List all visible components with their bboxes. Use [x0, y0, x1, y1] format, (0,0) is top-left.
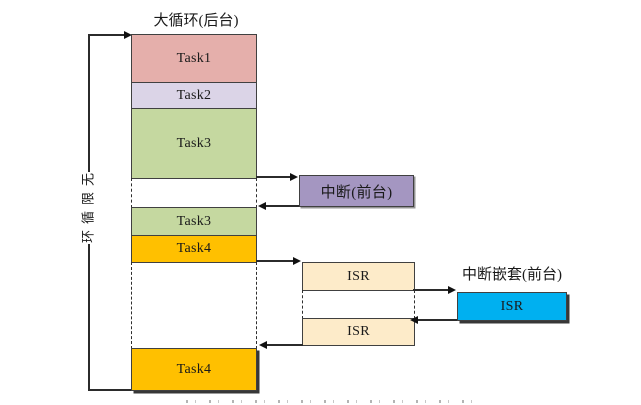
- background-loop-title: 大循环(后台): [153, 13, 239, 29]
- task-label: Task4: [176, 361, 212, 377]
- arrow-return-nested-isr-head-icon: [410, 316, 418, 324]
- task-label: Task4: [176, 241, 212, 256]
- arrow-return-nested-isr-line: [418, 319, 457, 321]
- arrow-to-interrupt-head-icon: [290, 173, 298, 181]
- task-box-task3-resumed: Task3: [131, 207, 257, 236]
- isr-label: ISR: [347, 324, 370, 339]
- arrow-to-isr-line: [256, 260, 294, 262]
- task-label: Task1: [176, 50, 212, 66]
- task-box-task2: Task2: [131, 82, 257, 109]
- task-box-task4-resumed: Task4: [131, 348, 257, 391]
- nested-isr-box: ISR: [457, 292, 567, 321]
- task-box-task4: Task4: [131, 235, 257, 263]
- arrow-to-interrupt-line: [256, 176, 292, 178]
- stack-gap-isr: [131, 262, 257, 349]
- task-label: Task3: [176, 135, 212, 151]
- loop-char: 环: [80, 230, 96, 244]
- arrow-return-isr-line: [267, 344, 303, 346]
- loop-bracket-line-lower: [88, 244, 90, 391]
- loop-start-arrowhead-icon: [124, 31, 132, 39]
- arrow-to-nested-isr-line: [413, 289, 449, 291]
- task-box-task3: Task3: [131, 108, 257, 179]
- task-label: Task2: [176, 87, 212, 103]
- arrow-to-isr-head-icon: [293, 257, 301, 265]
- interrupt-foreground-box: 中断(前台): [299, 175, 414, 207]
- interrupt-box-label: 中断(前台): [320, 184, 393, 201]
- loop-bracket-bottom-line: [88, 389, 133, 391]
- task-box-task1: Task1: [131, 34, 257, 83]
- stack-gap-interrupted: [131, 178, 257, 208]
- isr-box-1: ISR: [302, 262, 415, 291]
- task-label: Task3: [176, 213, 212, 229]
- arrow-to-nested-isr-head-icon: [448, 286, 456, 294]
- isr-gap-nested: [302, 290, 415, 319]
- loop-char: 无: [80, 173, 96, 187]
- arrow-return-interrupt-head-icon: [258, 202, 266, 210]
- infinite-loop-label: 无 限 循 环: [76, 172, 100, 244]
- loop-char: 限: [80, 192, 96, 206]
- nested-isr-label: ISR: [500, 298, 524, 314]
- loop-char: 循: [80, 211, 96, 225]
- loop-bracket-line-upper: [88, 34, 90, 172]
- arrow-return-interrupt-line: [266, 205, 299, 207]
- caption-fragment: [186, 400, 482, 403]
- loop-start-arrow-line: [88, 34, 126, 36]
- arrow-return-isr-head-icon: [259, 341, 267, 349]
- nested-interrupt-title: 中断嵌套(前台): [462, 267, 562, 283]
- isr-label: ISR: [347, 268, 370, 284]
- isr-box-2: ISR: [302, 318, 415, 346]
